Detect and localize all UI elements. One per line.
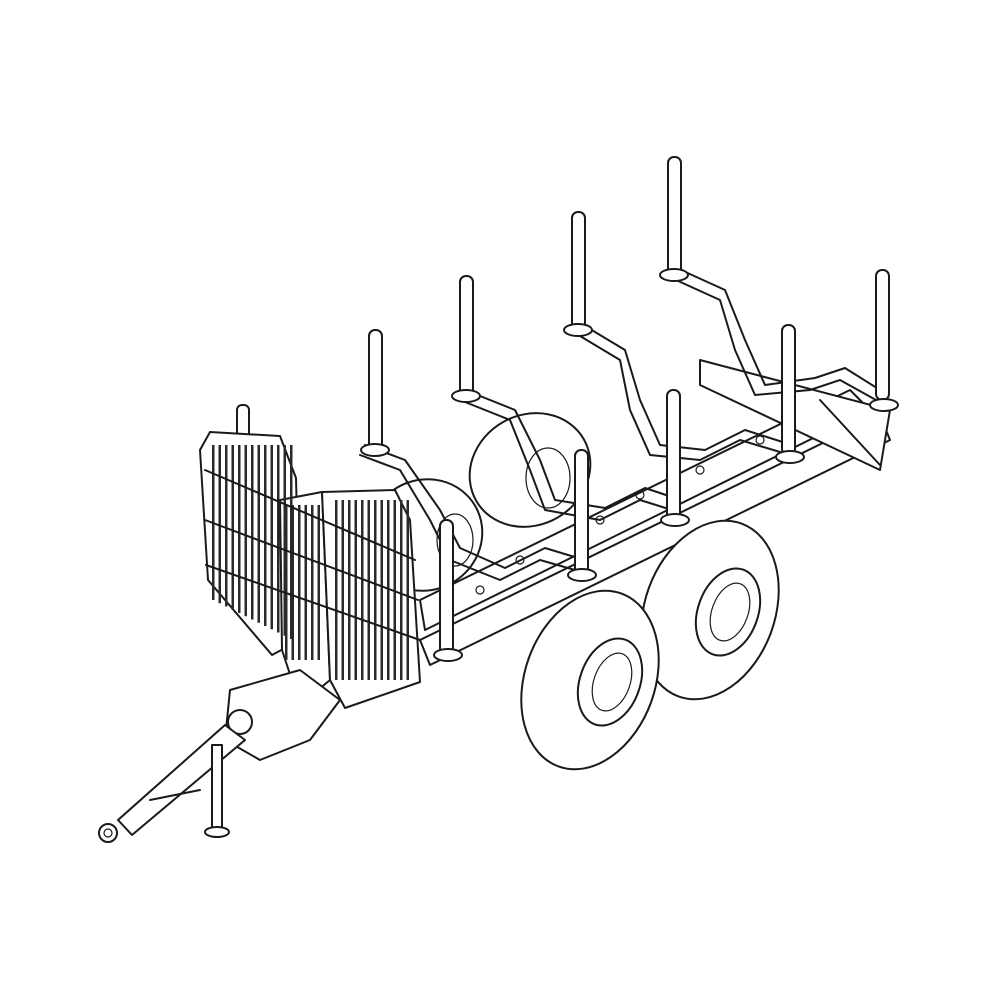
grille-bar	[380, 500, 383, 680]
grille-bar	[251, 445, 254, 620]
grille-bar	[393, 500, 396, 680]
grille-bar	[225, 445, 228, 607]
headboard-grille	[199, 431, 421, 709]
drawbar	[117, 669, 341, 836]
grille-bar	[231, 445, 234, 610]
grille-bar	[335, 500, 338, 680]
grille-bar	[283, 445, 286, 636]
grille-bar	[244, 445, 247, 617]
stakes	[236, 156, 899, 662]
grille-bar	[387, 500, 390, 680]
grille-bar	[317, 505, 320, 660]
tow-eye	[98, 823, 118, 843]
grille-bar	[285, 505, 288, 660]
bunk-2	[459, 389, 676, 521]
grille-bar	[270, 445, 273, 630]
stake	[360, 329, 390, 457]
bunk-4	[664, 264, 889, 406]
stake	[563, 211, 593, 337]
support-leg	[204, 744, 230, 838]
grille-bar	[311, 505, 314, 660]
grille-bar	[238, 445, 241, 613]
grille-bar	[367, 500, 370, 680]
front-right-wheel	[520, 589, 660, 771]
rear-right-wheel	[640, 519, 780, 701]
grille-bar	[354, 500, 357, 680]
stake	[775, 324, 805, 464]
grille-bar	[298, 505, 301, 660]
grille-bar	[361, 500, 364, 680]
bunk-3	[569, 319, 793, 461]
grille-bar	[218, 445, 221, 604]
grille-bar	[341, 500, 344, 680]
stake	[451, 275, 481, 403]
grille-bar	[374, 500, 377, 680]
grille-bar	[400, 500, 403, 680]
grille-bar	[264, 445, 267, 626]
stake	[659, 156, 689, 282]
grille-bar	[304, 505, 307, 660]
stake	[567, 449, 597, 582]
grille-bar	[406, 500, 409, 680]
grille-bar	[291, 505, 294, 660]
grille-bar	[277, 445, 280, 633]
grille-bar	[348, 500, 351, 680]
stake	[433, 519, 463, 662]
grille-bar	[290, 445, 293, 639]
grille-bar	[257, 445, 260, 623]
stake	[660, 389, 690, 527]
stake	[869, 269, 899, 412]
